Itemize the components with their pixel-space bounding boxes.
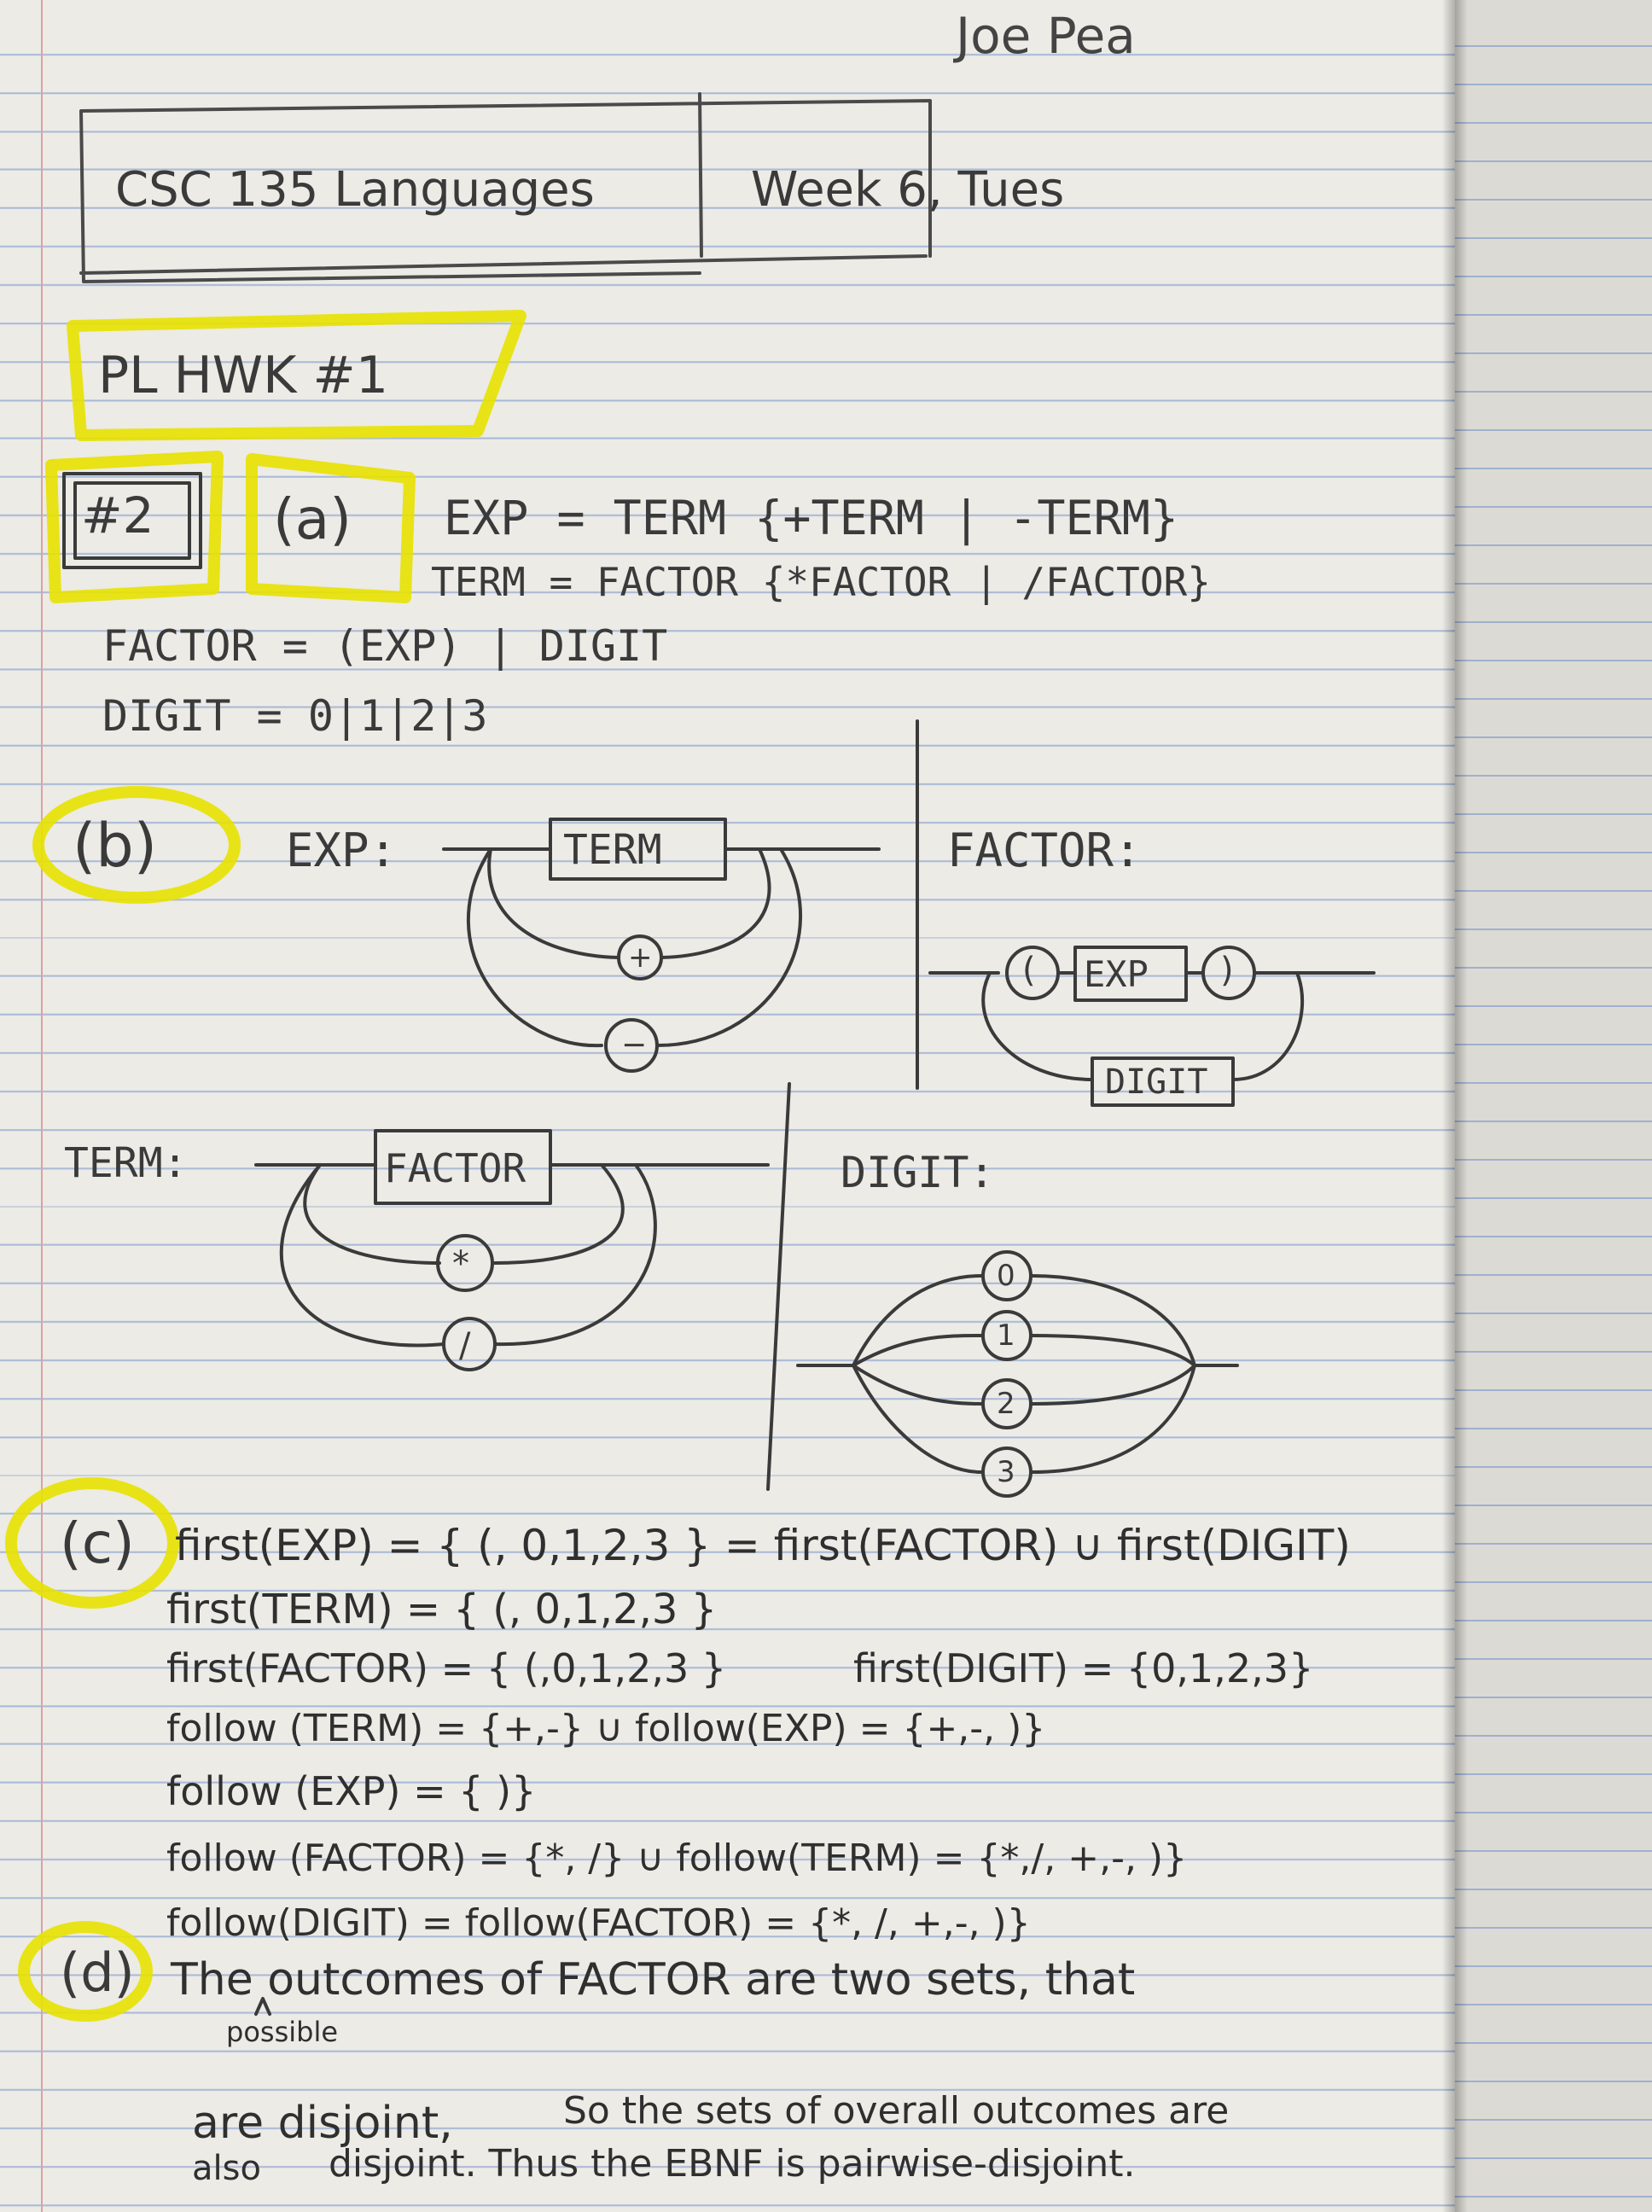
exp-plus-label: + (628, 940, 653, 975)
first-exp-line: first(EXP) = { (, 0,1,2,3 } = first(FACT… (175, 1521, 1351, 1570)
first-term-line: first(TERM) = { (, 0,1,2,3 } (166, 1586, 718, 1633)
digit-1-circle (981, 1310, 1032, 1361)
grammar-line-term: TERM = FACTOR {*FACTOR | /FACTOR} (431, 559, 1211, 605)
problem-number: #2 (81, 486, 154, 544)
follow-term-line: follow (TERM) = {+,-} ∪ follow(EXP) = {+… (166, 1707, 1046, 1750)
part-d-line3a: also (192, 2149, 261, 2188)
grammar-line-digit: DIGIT = 0|1|2|3 (102, 691, 488, 741)
digit-3-label: 3 (997, 1455, 1015, 1489)
assignment-title: PL HWK #1 (98, 346, 388, 405)
divider-bottom (766, 1082, 791, 1491)
factor-exp-box (1073, 946, 1188, 1002)
digit-branch-1 (852, 1334, 1196, 1367)
digit-2-circle (981, 1378, 1032, 1429)
exp-term-box-label: TERM (563, 826, 662, 874)
term-diagram-name: TERM: (64, 1139, 188, 1187)
digit-branch-3 (852, 1364, 1196, 1474)
grammar-line-exp: EXP = TERM {+TERM | -TERM} (444, 491, 1178, 545)
first-digit-line: first(DIGIT) = {0,1,2,3} (853, 1645, 1314, 1691)
exp-loop-minus (466, 847, 803, 1048)
exp-minus-circle (604, 1018, 659, 1073)
hwk-highlight-box (67, 310, 526, 441)
notebook-binding (1442, 0, 1468, 2212)
follow-factor-line: follow (FACTOR) = {*, /} ∪ follow(TERM) … (166, 1837, 1188, 1880)
term-slash-label: / (459, 1326, 471, 1365)
factor-digit-label: DIGIT (1105, 1062, 1208, 1102)
exp-plus-circle (617, 934, 663, 981)
part-b-label: (b) (73, 811, 158, 881)
exp-diagram-name: EXP: (286, 824, 398, 877)
follow-digit-line: follow(DIGIT) = follow(FACTOR) = {*, /, … (166, 1901, 1031, 1945)
part-d-line3b: disjoint. Thus the EBNF is pairwise-disj… (329, 2142, 1136, 2186)
digit-2-label: 2 (997, 1387, 1015, 1421)
part-d-line1: The outcomes of FACTOR are two sets, tha… (171, 1954, 1136, 2005)
factor-open-paren: ( (1022, 951, 1036, 990)
term-loop-star (303, 1163, 625, 1265)
exp-minus-label: − (621, 1027, 648, 1062)
part-d-label: (d) (60, 1941, 135, 2004)
facing-page (1455, 0, 1652, 2212)
digit-0-label: 0 (997, 1259, 1015, 1293)
part-d-line2b: So the sets of overall outcomes are (563, 2089, 1230, 2133)
digit-diagram-name: DIGIT: (841, 1148, 995, 1197)
digit-3-circle (981, 1447, 1032, 1498)
course-title: CSC 135 Languages (115, 162, 595, 218)
author-name: Joe Pea (956, 7, 1136, 65)
term-star-circle (436, 1234, 494, 1292)
problem2-box-inner (73, 481, 191, 560)
part-a-label: (a) (273, 486, 352, 552)
digit-branch-2 (852, 1364, 1196, 1406)
partd-highlight (18, 1921, 153, 2022)
first-factor-line: first(FACTOR) = { (,0,1,2,3 } (166, 1645, 727, 1691)
partc-highlight (5, 1477, 179, 1609)
term-slash-circle (442, 1317, 497, 1371)
margin-line (41, 0, 43, 2212)
factor-diagram-name: FACTOR: (947, 824, 1142, 877)
factor-exp-label: EXP (1084, 953, 1149, 995)
term-factor-box-label: FACTOR (384, 1145, 526, 1191)
term-loop-slash (279, 1163, 657, 1348)
term-star-label: * (452, 1244, 469, 1284)
insert-caret (254, 1997, 271, 2016)
factor-alt-path (981, 971, 1305, 1081)
parta-highlight (246, 453, 416, 603)
problem2-box (62, 472, 202, 569)
header-box (79, 92, 932, 283)
exp-loop-plus (487, 847, 771, 959)
digit-0-circle (981, 1250, 1032, 1301)
part-c-label: (c) (60, 1511, 135, 1576)
term-factor-box (374, 1129, 552, 1205)
problem2-highlight (45, 451, 224, 603)
digit-branch-0 (852, 1274, 1196, 1367)
header-date: Week 6, Tues (751, 162, 1065, 218)
follow-exp-line: follow (EXP) = { )} (166, 1768, 537, 1814)
exp-term-box (549, 818, 727, 881)
part-d-insert: possible (226, 2016, 339, 2048)
partb-highlight (32, 786, 241, 904)
factor-digit-box (1091, 1057, 1235, 1107)
factor-close-paren: ) (1220, 951, 1234, 990)
grammar-line-factor: FACTOR = (EXP) | DIGIT (102, 621, 668, 671)
part-d-line2a: are disjoint, (192, 2098, 453, 2149)
digit-1-label: 1 (997, 1318, 1015, 1353)
